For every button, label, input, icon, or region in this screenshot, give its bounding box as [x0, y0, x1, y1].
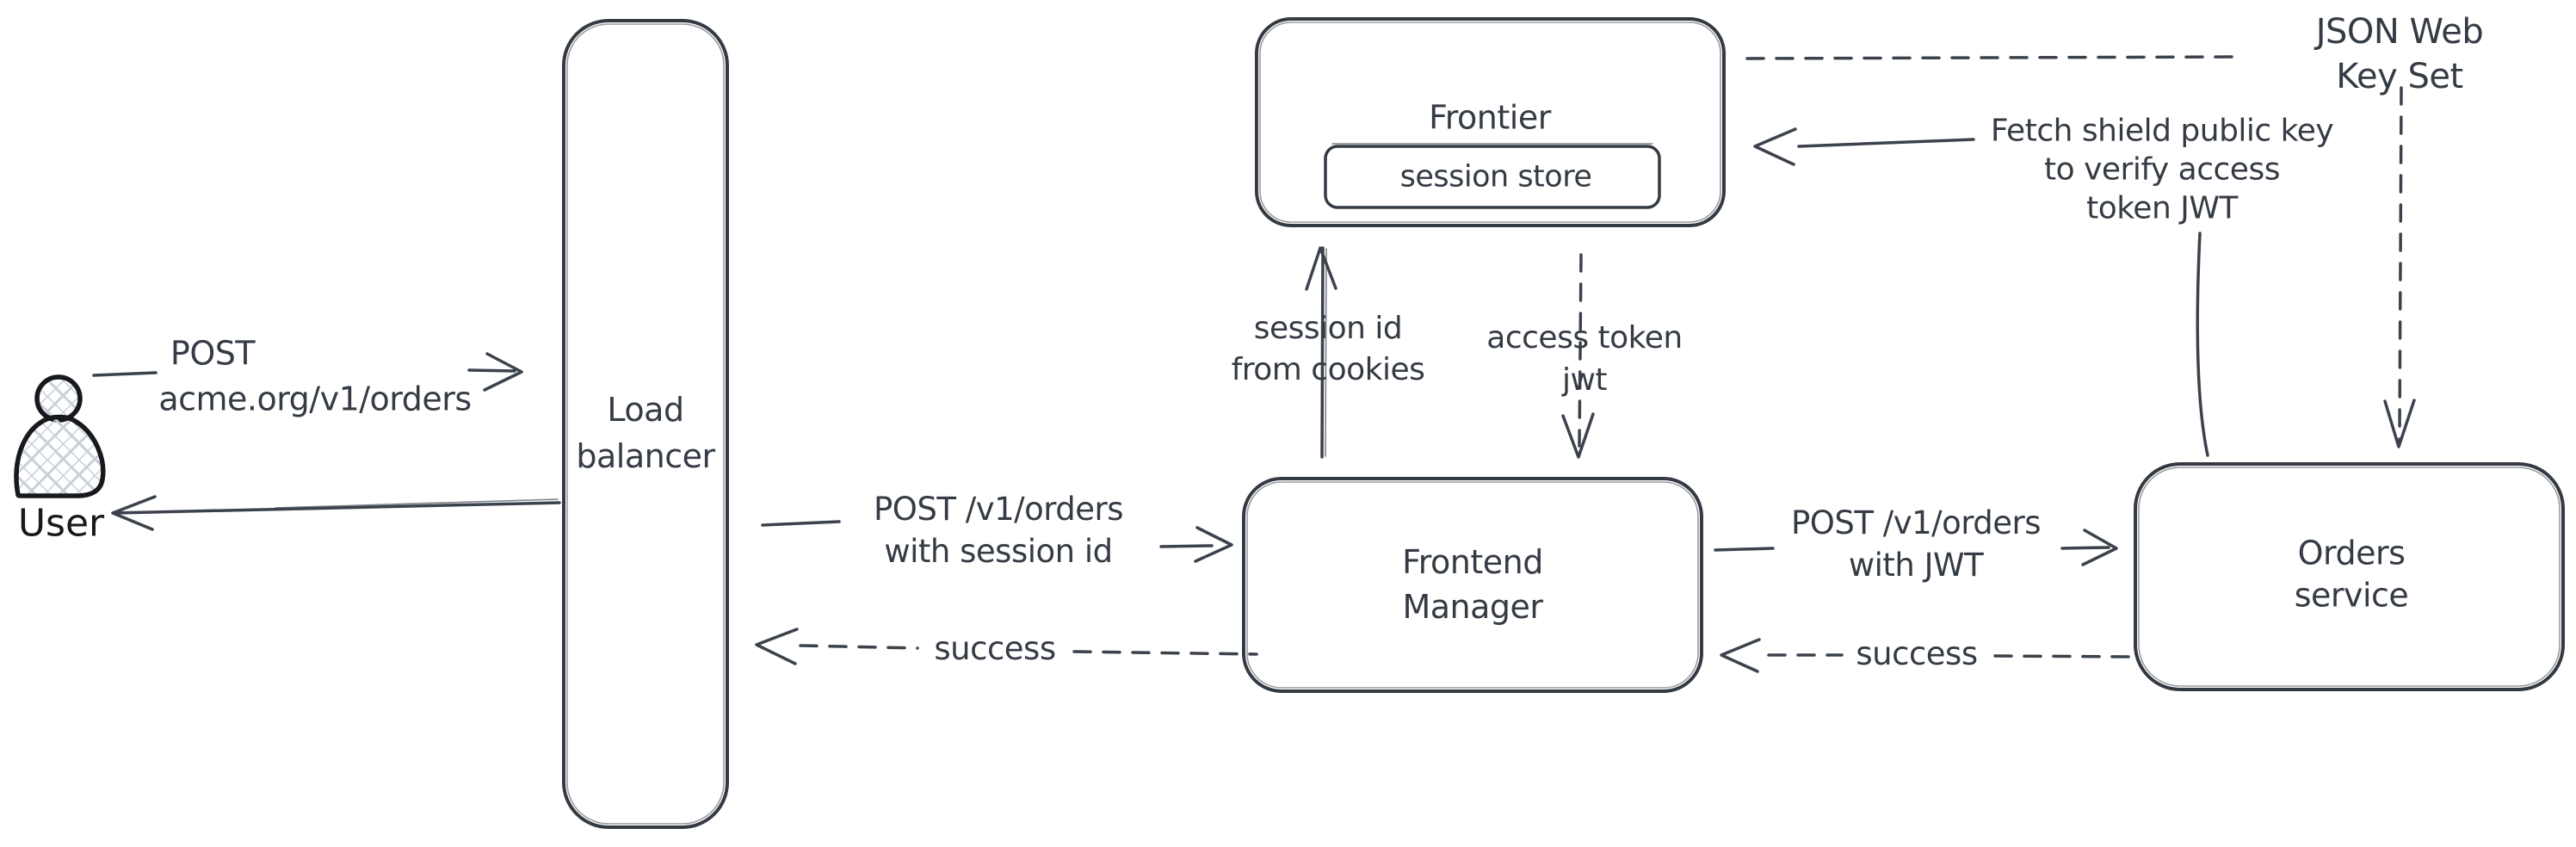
node-session-store	[1324, 145, 1661, 209]
arrow-fm-to-frontier-shaft	[1320, 246, 1325, 459]
arrow-lb-to-user-sketchline	[275, 498, 559, 509]
load-balancer-label: Load balancer	[576, 391, 715, 475]
arrow-fm-to-frontier-sketchline	[1325, 248, 1327, 457]
user-label: User	[17, 501, 105, 546]
frontend-manager-label: Frontend Manager	[1402, 543, 1543, 626]
node-frontier-sketchline	[1259, 22, 1721, 223]
arrow-orders-to-frontier-head	[1753, 127, 1797, 166]
node-frontend-manager	[1242, 477, 1703, 693]
arrow-lb-to-user-head	[111, 495, 157, 531]
orders-service-label: Orders service	[2294, 534, 2409, 615]
session-store-label: session store	[1399, 159, 1592, 195]
arrow-lb-to-fm-tail	[761, 520, 841, 527]
frontier-label: Frontier	[1429, 98, 1551, 137]
arrow-fm-to-frontier-head	[1305, 246, 1337, 291]
arrow-orders-to-fm-head	[1720, 638, 1761, 673]
arrow-frontier-to-fm-shaft	[1578, 253, 1583, 448]
arrow-jwks-to-orders-shaft	[2398, 86, 2403, 442]
user-icon	[14, 374, 106, 498]
node-orders-service	[2134, 462, 2565, 691]
line-frontier-to-jwks	[1745, 55, 2237, 60]
edge-label-post-line2: acme.org/v1/orders	[158, 380, 472, 418]
arrow-fm-to-orders-shaft	[2060, 546, 2110, 550]
arrow-fm-to-orders-tail	[1714, 547, 1775, 552]
arrow-orders-to-fm-dash2	[1993, 654, 2134, 658]
edge-label-post-jwt: POST /v1/orders with JWT	[1790, 504, 2042, 584]
arrow-lb-to-user-shaft	[114, 501, 561, 515]
edge-label-post-line1: POST	[170, 334, 256, 373]
arrow-user-to-lb-shaft	[467, 368, 516, 373]
node-load-balancer	[562, 19, 729, 829]
arrow-orders-to-frontier-curve	[2196, 232, 2209, 457]
node-frontend-manager-sketchline	[1246, 481, 1699, 689]
node-load-balancer-sketchline	[566, 23, 725, 825]
edge-label-access-token-jwt: access token jwt	[1486, 320, 1683, 398]
edge-label-fetch-public-key: Fetch shield public key to verify access…	[1990, 113, 2334, 226]
edge-label-post-session-id: POST /v1/orders with session id	[873, 491, 1124, 570]
jwks-label: JSON Web Key Set	[2315, 12, 2484, 96]
edge-label-session-id-cookies: session id from cookies	[1231, 311, 1425, 387]
edge-label-success-left: success	[934, 629, 1056, 667]
arrow-user-to-lb-tail	[92, 371, 158, 377]
arrow-user-to-lb-head	[483, 352, 523, 392]
user-body-icon	[14, 414, 106, 498]
arrow-lb-to-fm-head	[1194, 526, 1233, 563]
arrow-fm-to-lb-head	[755, 628, 799, 665]
arrow-fm-to-orders-head	[2081, 529, 2118, 566]
arrow-jwks-to-orders-head	[2383, 399, 2416, 448]
node-orders-service-sketchline	[2138, 467, 2561, 687]
arrow-fm-to-lb-dash1	[799, 644, 919, 650]
arrow-frontier-to-fm-head	[1561, 412, 1595, 459]
arrow-orders-to-frontier-shaft	[1797, 138, 1975, 148]
arrow-lb-to-fm-shaft	[1159, 544, 1214, 548]
arrow-fm-to-lb-dash2	[1072, 650, 1258, 656]
user-head-icon	[34, 374, 83, 423]
edge-label-success-right: success	[1856, 634, 1978, 672]
